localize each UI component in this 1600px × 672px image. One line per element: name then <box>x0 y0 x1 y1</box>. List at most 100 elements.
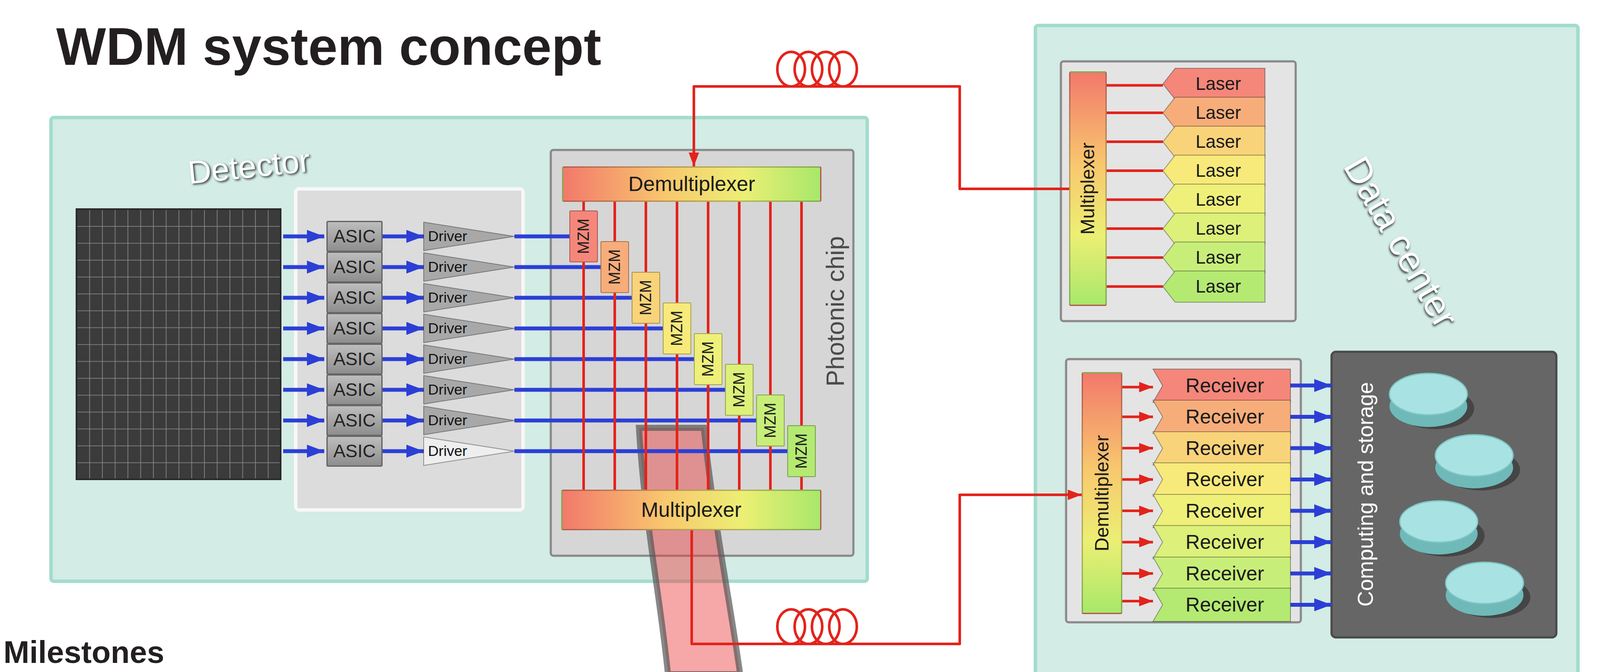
readout-line <box>283 449 325 454</box>
demultiplexer-bar: Demultiplexer <box>1081 372 1123 615</box>
node-label: Laser <box>1195 73 1241 95</box>
shape-outline <box>1162 126 1265 158</box>
electrical-signal <box>382 449 424 454</box>
shape-outline <box>1152 557 1291 591</box>
receiver-unit: Receiver <box>1152 463 1291 497</box>
shape-outline <box>1152 494 1291 528</box>
node-label: ASIC <box>333 256 376 278</box>
shape-outline <box>1162 242 1265 274</box>
node-label: Demultiplexer <box>1091 435 1114 552</box>
storage-disks <box>1389 373 1531 619</box>
demultiplexer-bar: Demultiplexer <box>562 166 822 202</box>
asic-box: ASIC <box>326 312 383 345</box>
receiver-unit: Receiver <box>1152 494 1291 528</box>
node-label: Receiver <box>1185 593 1265 617</box>
mzm-modulator: MZM <box>662 302 691 355</box>
node-label: Receiver <box>1185 374 1265 398</box>
electronics-board <box>295 188 524 511</box>
optical-fiber <box>1122 478 1153 481</box>
electrical-signal <box>1290 540 1332 545</box>
node-label: ASIC <box>333 440 376 462</box>
electrical-signal <box>514 388 725 393</box>
multiplexer-bar: Multiplexer <box>561 489 822 531</box>
node-label: ASIC <box>333 410 376 432</box>
receiver-unit: Receiver <box>1152 369 1291 403</box>
optical-fiber <box>1122 600 1153 603</box>
asic-box: ASIC <box>326 405 383 437</box>
optical-fiber <box>1122 509 1153 513</box>
shape-outline <box>423 344 515 374</box>
optical-fiber <box>1106 227 1163 230</box>
mzm-modulator: MZM <box>569 210 598 263</box>
driver-triangle: Driver <box>423 344 515 374</box>
optical-fiber <box>613 293 617 490</box>
node-label: Laser <box>1195 276 1241 298</box>
driver-triangle: Driver <box>423 437 515 466</box>
detector-panel: DetectorASICASICASICASICASICASICASICASIC… <box>51 117 868 582</box>
shape-outline <box>423 375 515 405</box>
optical-fiber <box>1106 198 1163 202</box>
electrical-signal <box>514 449 788 454</box>
shape-outline <box>423 222 515 251</box>
optical-fiber <box>1106 285 1163 288</box>
pixel-readout-lines <box>283 236 325 452</box>
electrical-signal <box>1290 603 1332 607</box>
photonic-chip-panel: Photonic chipDemultiplexerMZMMZMMZMMZMMZ… <box>550 150 854 556</box>
driver-triangle: Driver <box>423 283 515 313</box>
multiplexer-bar: Multiplexer <box>1069 71 1107 307</box>
node-label: Driver <box>427 227 468 245</box>
node-label: Receiver <box>1185 530 1265 554</box>
node-label: Receiver <box>1185 405 1265 429</box>
asic-box: ASIC <box>326 343 383 375</box>
driver-triangle: Driver <box>423 222 515 251</box>
optical-fiber <box>582 201 585 211</box>
laser-source: Laser <box>1162 184 1265 216</box>
receiver-module <box>1066 359 1301 623</box>
mzm-modulator: MZM <box>787 425 816 478</box>
optical-fiber <box>582 262 585 490</box>
computing-storage-box: Computing and storage <box>1331 351 1557 638</box>
receiver-unit: Receiver <box>1152 557 1291 591</box>
mzm-modulator: MZM <box>724 364 754 416</box>
shape-outline <box>1152 463 1291 497</box>
driver-triangle: Driver <box>423 406 515 435</box>
electrical-signal <box>514 418 757 423</box>
optical-fiber <box>613 201 617 242</box>
computing-rack <box>1331 351 1557 638</box>
node-label: MZM <box>792 433 811 470</box>
asic-box: ASIC <box>326 282 383 314</box>
node-label: Photonic chip <box>820 236 850 387</box>
optical-fiber <box>737 415 741 490</box>
shape-outline <box>423 437 515 466</box>
optical-fiber <box>1122 540 1153 544</box>
asic-box: ASIC <box>326 251 383 283</box>
optical-fiber <box>706 201 710 334</box>
asic-box: ASIC <box>326 374 383 406</box>
node-label: Laser <box>1195 131 1241 153</box>
node-label: Driver <box>427 319 468 337</box>
readout-line <box>283 418 325 423</box>
receiver-unit: Receiver <box>1152 525 1291 559</box>
receiver-unit: Receiver <box>1152 588 1291 622</box>
node-label: MZM <box>699 341 717 377</box>
readout-line <box>283 357 325 362</box>
laser-module <box>1060 61 1296 322</box>
readout-line <box>283 234 325 239</box>
shape-outline <box>1162 68 1265 100</box>
shape-outline <box>1162 271 1265 303</box>
electrical-signal <box>514 265 601 270</box>
fiber-coil <box>777 51 857 87</box>
electrical-signal <box>1290 446 1332 451</box>
optical-fiber <box>1122 572 1153 575</box>
laser-source: Laser <box>1162 155 1265 187</box>
electrical-signal <box>1290 508 1332 513</box>
electrical-signal <box>382 357 424 362</box>
mzm-modulator: MZM <box>756 394 785 447</box>
node-label: ASIC <box>333 348 376 370</box>
shape-outline <box>1152 525 1291 559</box>
shape-outline <box>423 252 515 282</box>
laser-source: Laser <box>1162 126 1265 158</box>
shape-outline <box>1162 155 1265 187</box>
electrical-signal <box>514 234 570 239</box>
node-label: Data center <box>1334 149 1467 335</box>
